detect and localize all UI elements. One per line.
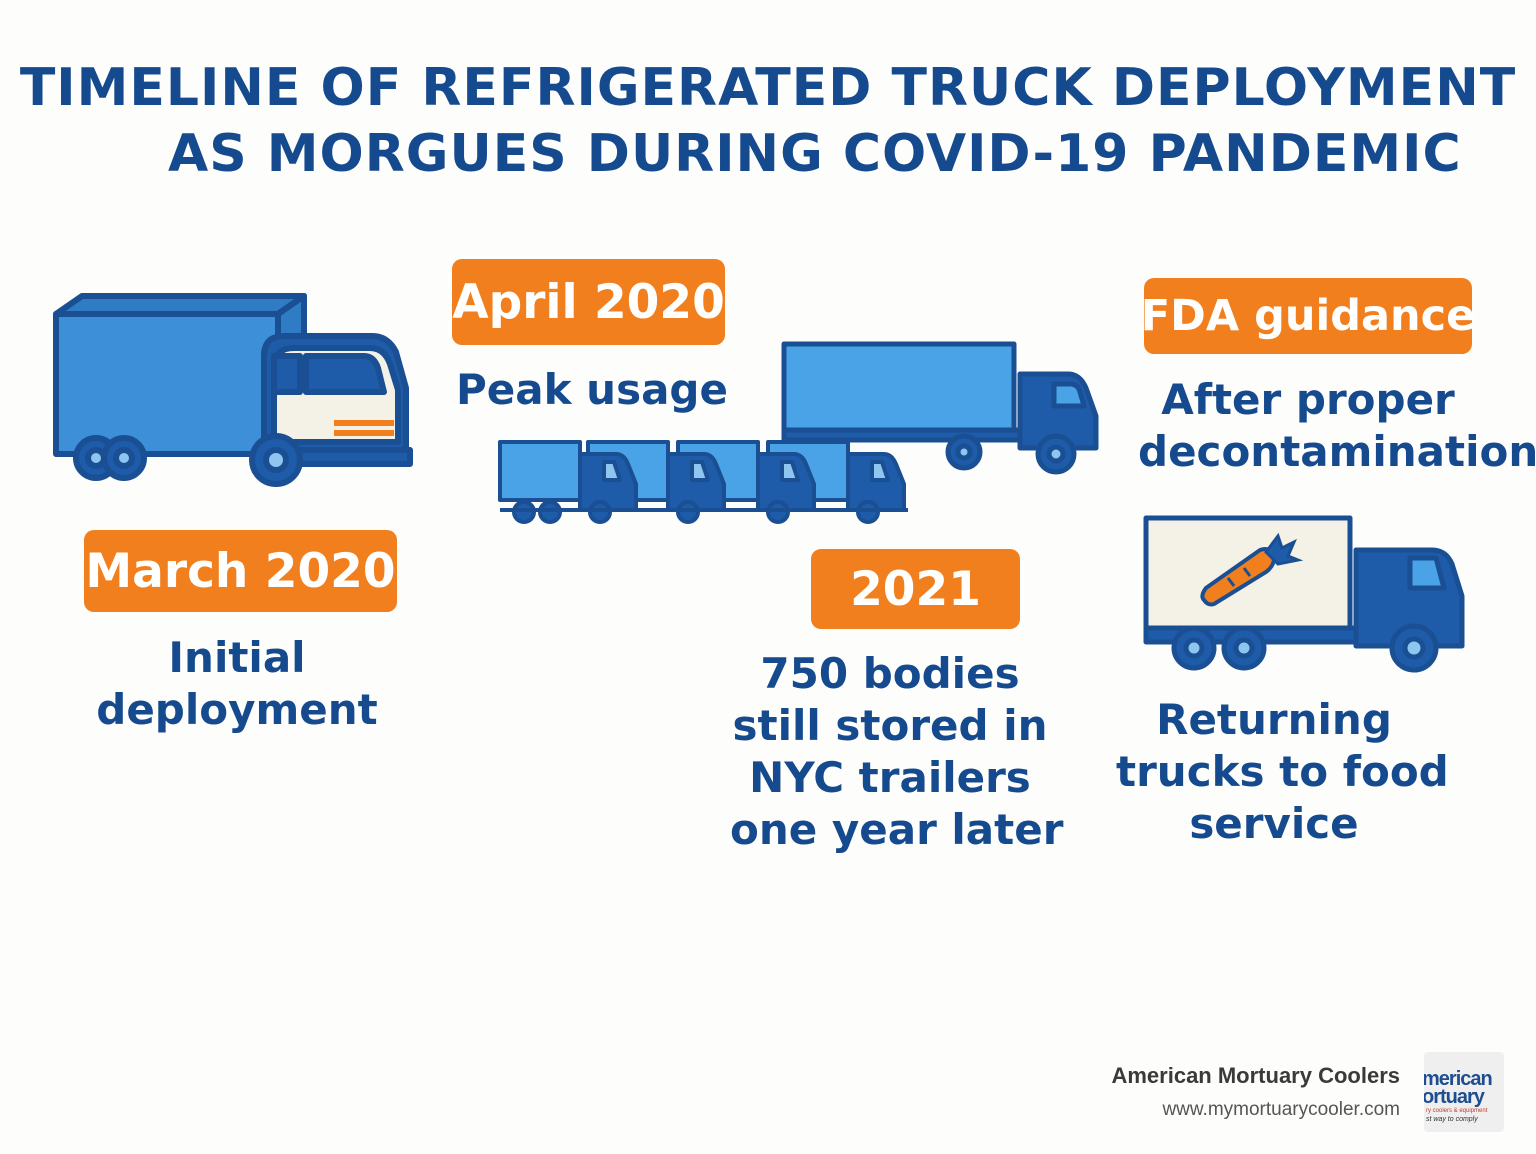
- carrot-icon: [1200, 532, 1304, 607]
- box-truck-icon: [53, 293, 413, 487]
- caption-march-2020: Initial deployment: [96, 633, 378, 734]
- company-url: www.mymortuarycooler.com: [1162, 1099, 1400, 1120]
- date-badge-march-2020: March 2020: [84, 530, 397, 612]
- caption-returning-trucks: Returning trucks to food service: [1116, 695, 1449, 848]
- caption-2021: 750 bodies still stored in NYC trailers …: [730, 649, 1064, 854]
- food-truck-icon: [1143, 515, 1465, 673]
- date-badge-fda-guidance: FDA guidance: [1141, 278, 1475, 354]
- truck-fleet-icon: [498, 440, 908, 524]
- title-line-1: TIMELINE OF REFRIGERATED TRUCK DEPLOYMEN…: [19, 58, 1517, 118]
- date-badge-april-2020: April 2020: [452, 259, 725, 345]
- semi-truck-icon: [781, 341, 1099, 475]
- company-name: American Mortuary Coolers: [1111, 1063, 1400, 1088]
- caption-april-2020: Peak usage: [456, 365, 728, 414]
- caption-fda-guidance: After proper decontamination: [1138, 375, 1536, 476]
- title-line-2: AS MORGUES DURING COVID-19 PANDEMIC: [168, 124, 1462, 184]
- company-logo: merican ortuary ry coolers & equipment s…: [1424, 1052, 1504, 1132]
- date-badge-2021: 2021: [811, 549, 1020, 629]
